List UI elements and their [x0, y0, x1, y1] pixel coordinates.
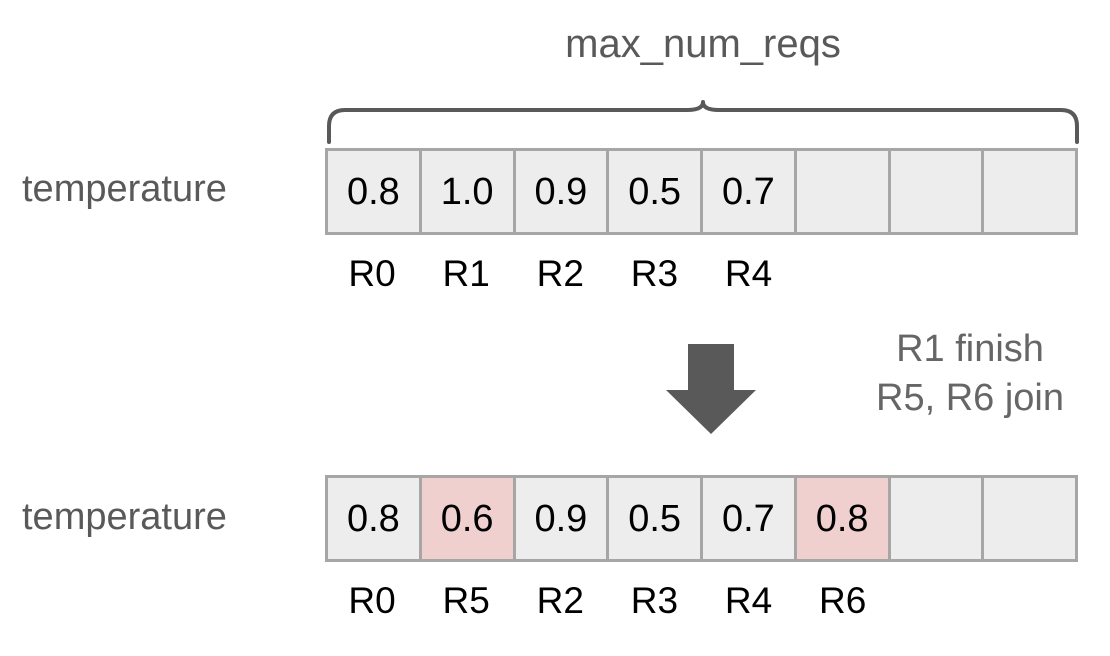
down-arrow-icon [666, 344, 756, 434]
slot-cell[interactable]: 0.7 [700, 148, 797, 235]
slot-cell[interactable]: 1.0 [418, 148, 516, 235]
row-label-temperature-after: temperature [22, 496, 227, 538]
request-id-label: R3 [630, 253, 679, 294]
slot-row-before: 0.8 1.0 0.9 0.5 0.7 [325, 148, 1078, 235]
slot-cell[interactable]: 0.7 [700, 475, 797, 562]
request-id-label: R4 [724, 580, 773, 621]
request-id-label: R4 [724, 253, 773, 294]
request-id-label: R0 [348, 253, 396, 294]
request-id-label: R1 [442, 253, 490, 294]
slot-ticks-after: R0 R5 R2 R3 R4 R6 [325, 579, 1078, 623]
request-id-label: R0 [348, 580, 396, 621]
slot-row-after: 0.8 0.6 0.9 0.5 0.7 0.8 [325, 475, 1078, 562]
request-id-label: R2 [536, 253, 584, 294]
slot-cell[interactable]: 0.8 [325, 148, 422, 235]
slot-cell[interactable]: 0.9 [512, 475, 610, 562]
slot-cell-updated[interactable]: 0.6 [418, 475, 516, 562]
request-id-label-empty [984, 252, 1078, 296]
slot-cell[interactable]: 0.5 [606, 148, 703, 235]
request-id-label: R2 [536, 580, 584, 621]
request-id-label-empty [890, 252, 984, 296]
slot-cell-empty[interactable] [981, 475, 1078, 562]
request-id-label: R6 [819, 580, 867, 621]
slot-cell-empty[interactable] [887, 475, 985, 562]
slot-cell-updated[interactable]: 0.8 [793, 475, 891, 562]
slot-cell-empty[interactable] [981, 148, 1078, 235]
slot-ticks-before: R0 R1 R2 R3 R4 [325, 252, 1078, 296]
max-num-reqs-brace-icon [327, 100, 1079, 144]
slot-cell-empty[interactable] [793, 148, 891, 235]
slot-cell[interactable]: 0.9 [512, 148, 610, 235]
transition-note-line-2: R5, R6 join [876, 377, 1064, 419]
request-id-label-empty [984, 579, 1078, 623]
diagram-title: max_num_reqs [565, 22, 841, 66]
request-id-label: R5 [442, 580, 490, 621]
slot-cell[interactable]: 0.5 [606, 475, 703, 562]
slot-cell[interactable]: 0.8 [325, 475, 422, 562]
request-id-label-empty [890, 579, 984, 623]
request-id-label-empty [796, 252, 890, 296]
transition-note: R1 finish R5, R6 join [845, 325, 1095, 423]
row-label-temperature-before: temperature [22, 168, 227, 210]
transition-note-line-1: R1 finish [896, 328, 1044, 370]
request-id-label: R3 [630, 580, 679, 621]
slot-cell-empty[interactable] [887, 148, 985, 235]
